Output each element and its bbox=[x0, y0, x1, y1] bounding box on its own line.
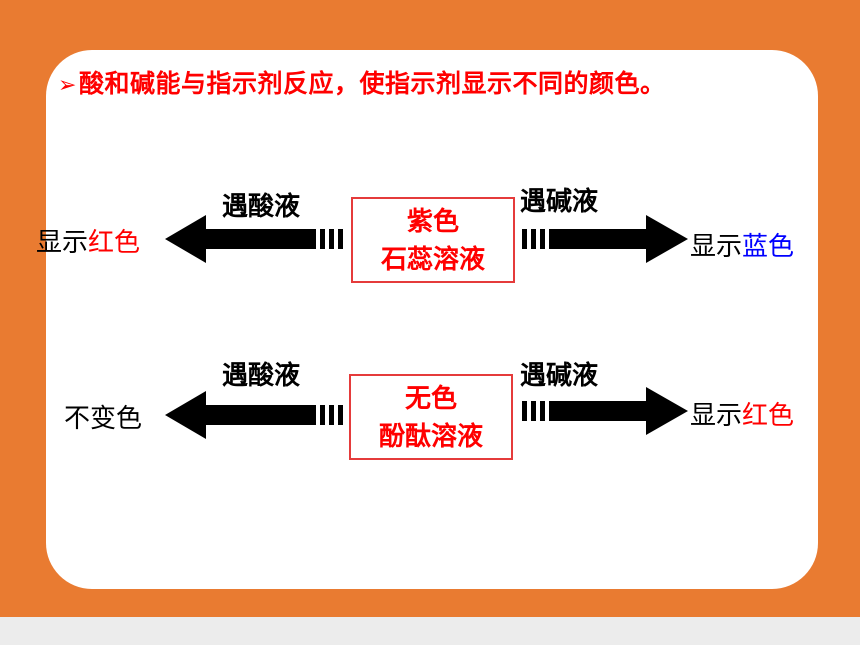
row1-left-arrow-dash3 bbox=[338, 229, 343, 249]
row1-left-arrow bbox=[165, 215, 343, 263]
row2-right-result: 显示红色 bbox=[690, 395, 794, 432]
row2-left-result: 不变色 bbox=[64, 404, 143, 434]
row2-right-arrow-label: 遇碱液 bbox=[520, 361, 599, 391]
row2-left-arrow-dash2 bbox=[329, 405, 334, 425]
row1-right-arrow-dash1 bbox=[522, 229, 527, 249]
row2-right-arrow-dash2 bbox=[531, 401, 536, 421]
row1-left-result-prefix: 显示 bbox=[36, 228, 89, 258]
bottom-strip bbox=[0, 617, 860, 645]
row1-left-arrow-dash2 bbox=[329, 229, 334, 249]
heading-text: 酸和碱能与指示剂反应，使指示剂显示不同的颜色 bbox=[78, 69, 640, 98]
row2-right-arrow bbox=[522, 387, 688, 435]
row2-left-arrow bbox=[165, 391, 343, 439]
row1-right-arrow-label: 遇碱液 bbox=[520, 187, 599, 217]
row2-right-arrow-dash3 bbox=[540, 401, 545, 421]
row1-box-line2: 石蕊溶液 bbox=[380, 245, 485, 275]
slide-heading: ➢酸和碱能与指示剂反应，使指示剂显示不同的颜色。 bbox=[58, 64, 818, 100]
row2-left-arrow-label: 遇酸液 bbox=[222, 361, 301, 391]
row2-indicator-box: 无色 酚酞溶液 bbox=[349, 374, 513, 460]
row2-left-arrow-body bbox=[165, 391, 316, 439]
row2-right-arrow-body bbox=[549, 387, 688, 435]
row1-right-arrow-dash3 bbox=[540, 229, 545, 249]
bullet-arrow-icon: ➢ bbox=[58, 73, 77, 98]
row1-right-result: 显示蓝色 bbox=[690, 226, 794, 263]
row1-left-arrow-body bbox=[165, 215, 316, 263]
row1-right-result-color: 蓝色 bbox=[742, 232, 795, 262]
row2-right-result-color: 红色 bbox=[742, 401, 795, 431]
heading-end: 。 bbox=[639, 69, 666, 98]
row2-right-arrow-dash1 bbox=[522, 401, 527, 421]
row1-right-arrow bbox=[522, 215, 688, 263]
row1-left-result-color: 红色 bbox=[88, 228, 141, 258]
row2-box-line2: 酚酞溶液 bbox=[378, 422, 483, 452]
row1-left-arrow-label: 遇酸液 bbox=[222, 192, 301, 222]
row1-left-result: 显示红色 bbox=[36, 222, 140, 259]
row1-box-line1: 紫色 bbox=[406, 207, 459, 237]
row2-box-line1: 无色 bbox=[404, 384, 457, 414]
row1-right-arrow-dash2 bbox=[531, 229, 536, 249]
row2-left-arrow-dash1 bbox=[320, 405, 325, 425]
row1-right-result-prefix: 显示 bbox=[690, 232, 743, 262]
row2-right-result-prefix: 显示 bbox=[690, 401, 743, 431]
row2-left-arrow-dash3 bbox=[338, 405, 343, 425]
row1-right-arrow-body bbox=[549, 215, 688, 263]
row1-indicator-box: 紫色 石蕊溶液 bbox=[351, 197, 515, 283]
content-panel bbox=[46, 50, 818, 589]
row1-left-arrow-dash1 bbox=[320, 229, 325, 249]
